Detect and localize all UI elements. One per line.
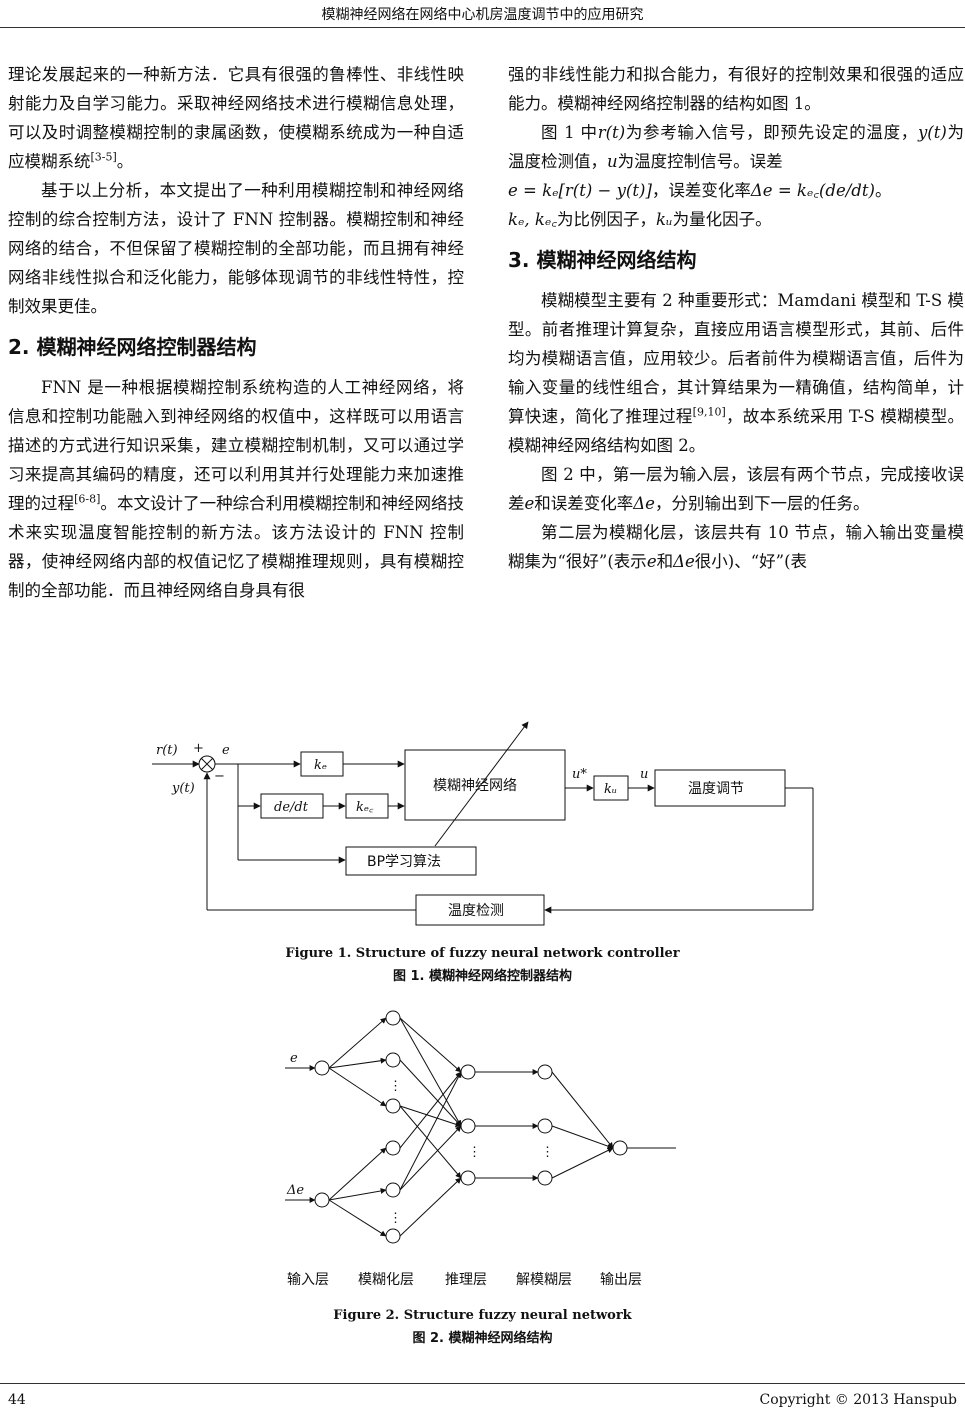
network-node [314, 1060, 330, 1076]
equation-error: e = kₑ[r(t) − y(t)] [508, 181, 652, 200]
input-label-de: Δe [286, 1183, 304, 1198]
network-node [385, 1182, 401, 1198]
right-paragraph-1: 强的非线性能力和拟合能力，有很好的控制效果和很强的适应能力。模糊神经网络控制器的… [508, 65, 964, 113]
layer-label-fuzzify: 模糊化层 [358, 1272, 414, 1288]
ellipsis: ⋮ [468, 1145, 481, 1160]
network-node [612, 1140, 628, 1156]
label-bp: BP学习算法 [367, 854, 441, 870]
citation: [6-8] [74, 492, 101, 506]
network-node [385, 1052, 401, 1068]
left-paragraph-3: FNN 是一种根据模糊控制系统构造的人工神经网络，将信息和控制功能融入到神经网络… [8, 378, 465, 600]
label-minus: − [214, 769, 225, 784]
network-node [460, 1118, 476, 1134]
fnn-controller-diagram: r(t) + e − y(t) kₑ de/dt kₑ꜀ 模糊神经网络 u* k… [152, 721, 814, 926]
label-temp-detect: 温度检测 [448, 903, 504, 919]
layer-label-inference: 推理层 [445, 1272, 487, 1288]
figure-1: r(t) + e − y(t) kₑ de/dt kₑ꜀ 模糊神经网络 u* k… [0, 718, 965, 948]
figure-2: e Δe ⋮ ⋮ ⋮ ⋮ 输入层 模糊化层 推理层 解模糊层 输出层 [0, 1000, 965, 1300]
figure-1-caption-en: Figure 1. Structure of fuzzy neural netw… [285, 946, 680, 961]
figure-2-caption-zh: 图 2. 模糊神经网络结构 [412, 1331, 553, 1346]
footer-rule [0, 1383, 965, 1384]
label-ku: kᵤ [604, 782, 617, 797]
right-paragraph-2: 图 1 中r(t)为参考输入信号，即预先设定的温度，y(t)为温度检测值，u为温… [508, 123, 964, 229]
right-paragraph-4: 图 2 中，第一层为输入层，该层有两个节点，完成接收误差e和误差变化率Δe，分别… [508, 465, 964, 513]
header-rule [0, 27, 965, 28]
label-dedt: de/dt [274, 800, 309, 815]
page-number: 44 [8, 1392, 26, 1408]
right-column: 强的非线性能力和拟合能力，有很好的控制效果和很强的适应能力。模糊神经网络控制器的… [508, 60, 964, 576]
network-node [537, 1064, 553, 1080]
label-fnn: 模糊神经网络 [433, 778, 517, 794]
label-e: e [222, 743, 230, 758]
section-heading-2: 2. 模糊神经网络控制器结构 [8, 335, 257, 359]
citation: [9,10] [692, 405, 726, 419]
ellipsis: ⋮ [541, 1145, 554, 1160]
section-heading-3: 3. 模糊神经网络结构 [508, 248, 697, 272]
equation-error-rate: Δe = kₑ꜀(de/dt) [750, 181, 875, 200]
left-column: 理论发展起来的一种新方法．它具有很强的鲁棒性、非线性映射能力及自学习能力。采取神… [8, 60, 464, 605]
fnn-box [404, 749, 566, 821]
network-node [537, 1170, 553, 1186]
left-paragraph-2: 基于以上分析，本文提出了一种利用模糊控制和神经网络控制的综合控制方法，设计了 F… [8, 181, 464, 316]
figure-1-caption-zh: 图 1. 模糊神经网络控制器结构 [392, 969, 573, 984]
label-u: u [640, 767, 648, 782]
label-ke: kₑ [314, 758, 327, 773]
label-ustar: u* [572, 767, 587, 782]
bp-box [345, 846, 477, 876]
network-node [385, 1228, 401, 1244]
layer-label-input: 输入层 [287, 1272, 329, 1288]
citation: [3-5] [90, 150, 117, 164]
right-paragraph-5: 第二层为模糊化层，该层共有 10 节点，输入输出变量模糊集为“很好”(表示e和Δ… [508, 523, 964, 571]
copyright: Copyright © 2013 Hanspub [759, 1392, 957, 1408]
label-rt: r(t) [156, 743, 178, 758]
network-node [385, 1098, 401, 1114]
figure-2-caption-en: Figure 2. Structure fuzzy neural network [333, 1308, 632, 1323]
label-yt: y(t) [171, 781, 195, 796]
label-kec: kₑ꜀ [356, 800, 374, 815]
input-label-e: e [290, 1051, 298, 1066]
network-node [385, 1010, 401, 1026]
label-temp-adjust: 温度调节 [688, 781, 744, 797]
label-plus: + [193, 741, 204, 756]
network-node [537, 1118, 553, 1134]
layer-label-defuzzify: 解模糊层 [516, 1272, 572, 1288]
left-paragraph-1: 理论发展起来的一种新方法．它具有很强的鲁棒性、非线性映射能力及自学习能力。采取神… [8, 65, 464, 171]
running-head: 模糊神经网络在网络中心机房温度调节中的应用研究 [321, 7, 644, 23]
right-paragraph-3: 模糊模型主要有 2 种重要形式：Mamdani 模型和 T-S 模型。前者推理计… [508, 291, 964, 455]
network-node [460, 1170, 476, 1186]
network-node [460, 1064, 476, 1080]
ellipsis: ⋮ [389, 1079, 402, 1094]
fnn-structure-diagram: e Δe ⋮ ⋮ ⋮ ⋮ 输入层 模糊化层 推理层 解模糊层 输出层 [285, 1010, 676, 1288]
layer-label-output: 输出层 [600, 1272, 642, 1288]
network-node [314, 1192, 330, 1208]
ellipsis: ⋮ [389, 1211, 402, 1226]
network-node [385, 1140, 401, 1156]
